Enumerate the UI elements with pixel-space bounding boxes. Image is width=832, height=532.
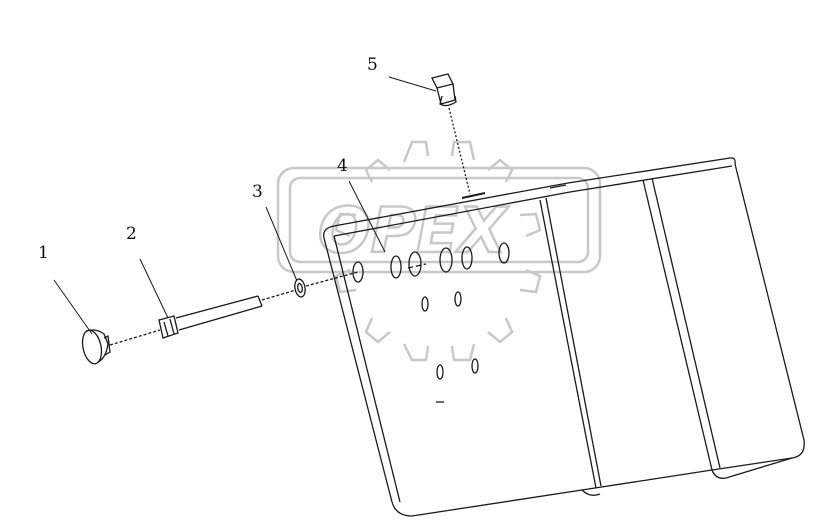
rod-axis-left [109,329,161,346]
washer-outer [294,278,306,298]
bolt-axis [448,107,471,195]
tank-top-inner-edge [333,165,733,237]
rod-hex-facets [163,318,175,337]
watermark-frame-outer [276,166,602,274]
rod-shaft [175,295,263,331]
callout-3: 3 [252,182,263,202]
bolt-shank [439,95,457,107]
part-1-cap [81,329,111,365]
leader-2 [139,258,169,319]
tank-holes [352,242,510,403]
part-5-bolt [431,73,471,195]
rod-axis-right [261,289,297,301]
washer-inner [297,282,303,294]
tank-outline [323,163,805,517]
part-2-rod [109,289,297,346]
callout-1: 1 [38,243,49,263]
tank-crease-1 [539,199,597,489]
tank-crease-2b [651,177,721,469]
tank-centerline [407,263,427,269]
leader-lines [53,76,437,335]
tank-hole [498,242,510,264]
tank-hole [421,296,429,312]
tank-hole [471,358,479,374]
tank-crease-1b [545,197,602,487]
callout-4: 4 [337,156,348,176]
callout-5: 5 [367,55,378,75]
washer-axis [305,271,359,287]
leader-1 [53,279,93,335]
callout-2: 2 [126,224,137,244]
tank-hole [408,251,422,277]
rod-hex-head [158,315,179,339]
part-3-washer [294,271,359,298]
tank-top-mark [549,184,567,189]
tank-bottom-crease [581,489,601,496]
tank-body [323,157,805,517]
tank-hole [461,246,473,270]
tank-hole [390,255,402,279]
tank-crease-2 [642,179,713,471]
rod-end [257,295,263,307]
tank-hole [352,261,364,283]
tank-hole [439,247,453,273]
tank-bottom-corner [711,457,793,479]
leader-4 [348,180,386,253]
leader-3 [265,206,298,282]
tank-top-slot [461,192,486,199]
leader-5 [388,76,437,92]
tank-top-edge [323,157,736,239]
watermark-frame-inner [288,176,590,264]
cap-neck [103,335,111,356]
bolt-head [431,73,454,89]
watermark-gear [334,140,542,362]
cap-body [85,329,109,363]
watermark-text: OPEX [318,194,509,267]
tank-hole [436,364,444,380]
tank-front-left-edge [333,235,401,503]
opex-watermark [276,140,602,362]
tank-hole [454,291,462,307]
bolt-head-side [436,83,456,105]
